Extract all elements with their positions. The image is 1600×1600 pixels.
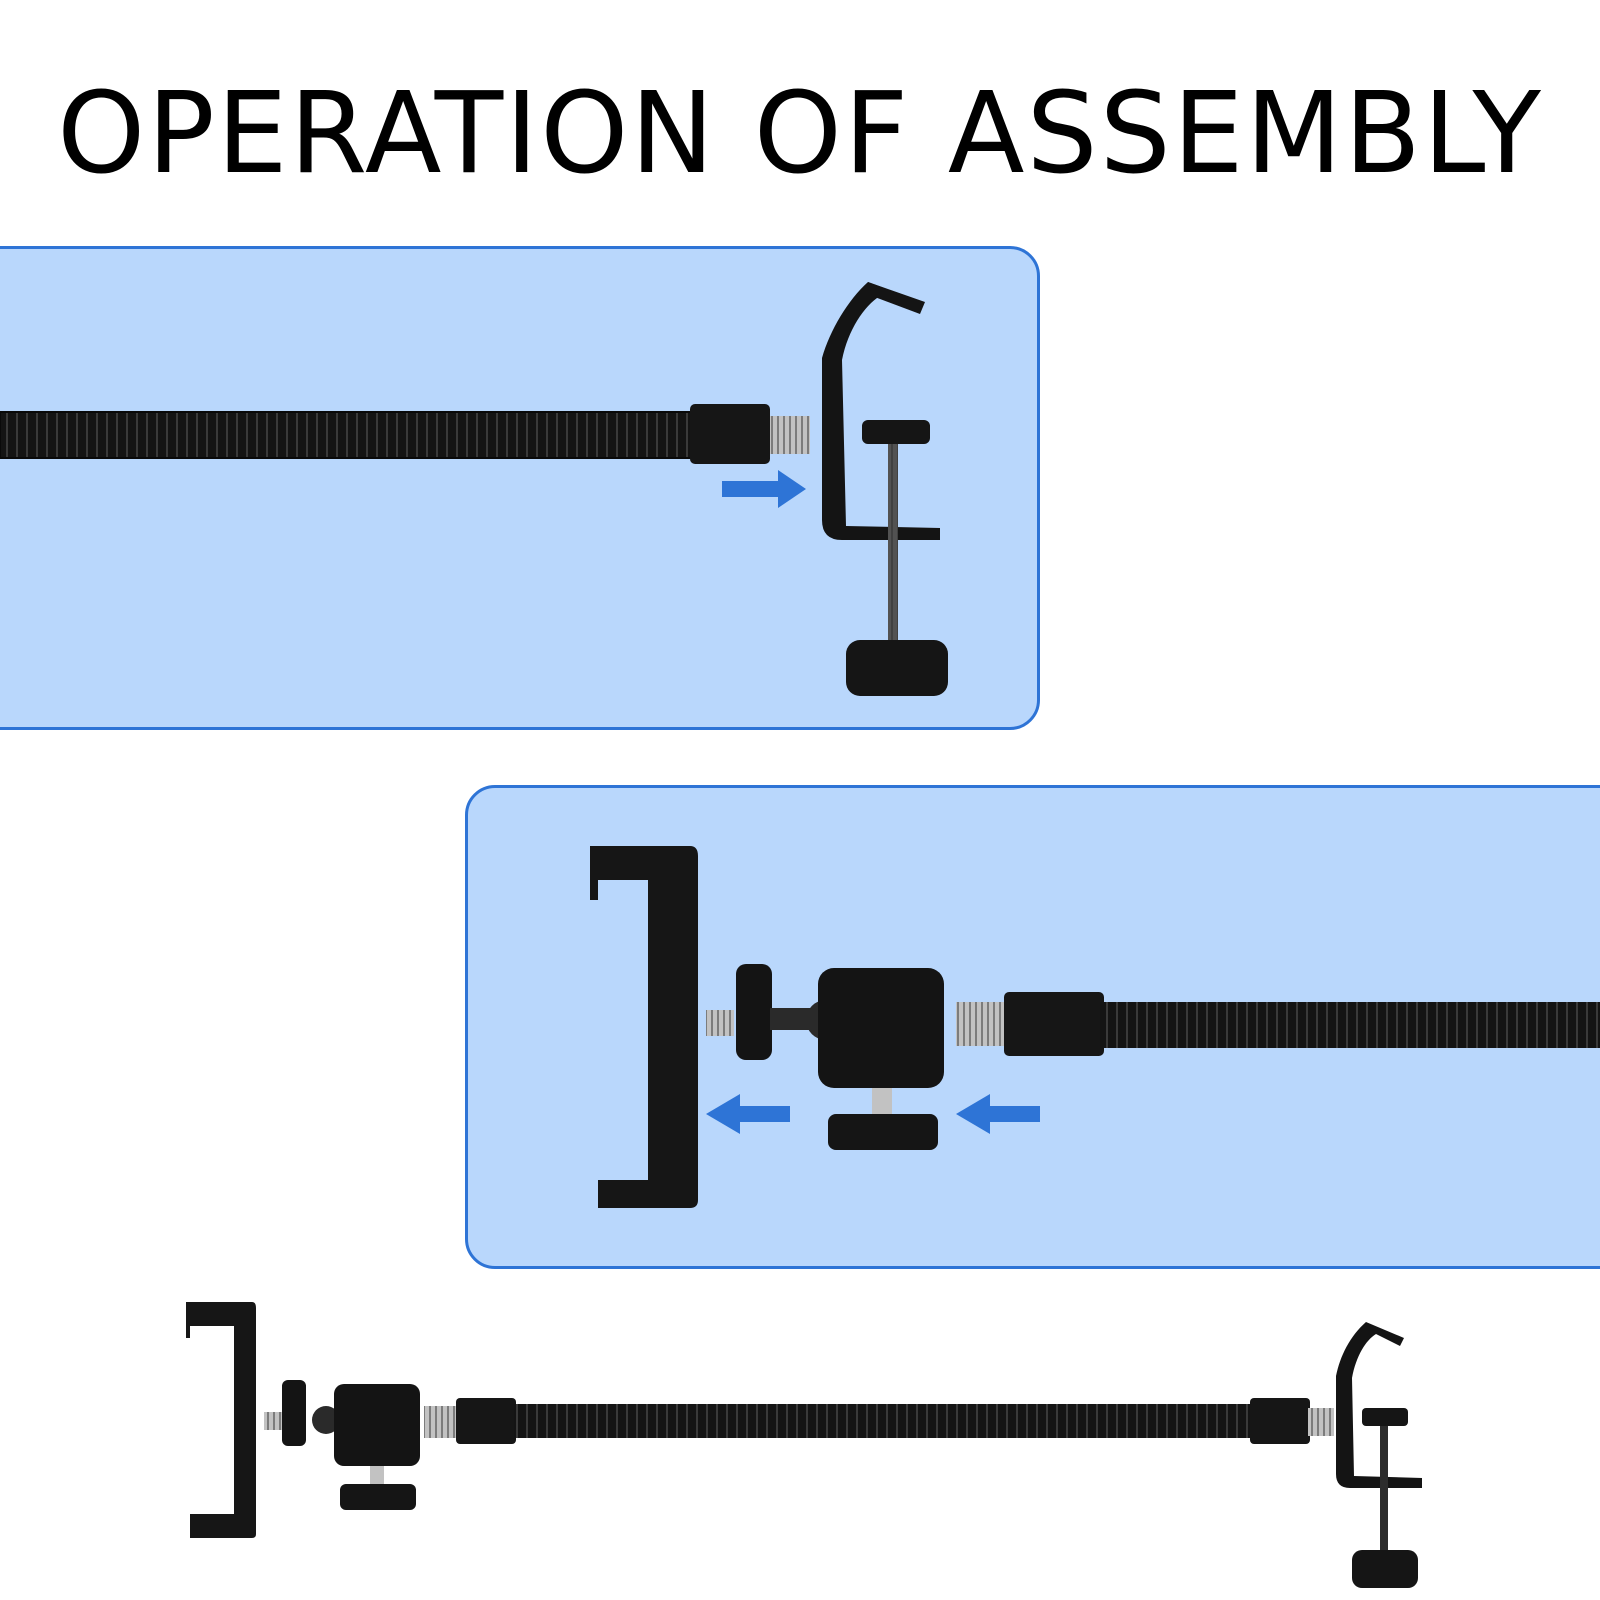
step-3-c-clamp-icon: [1336, 1322, 1422, 1588]
step-1-arrow-right-icon: [722, 470, 806, 508]
step-1-gooseneck-arm: [0, 404, 810, 464]
step-2-ball-head-icon: [706, 964, 944, 1150]
page-title: OPERATION OF ASSEMBLY: [57, 69, 1543, 199]
step-3-ball-head-icon: [264, 1380, 420, 1510]
step-1-c-clamp-icon: [822, 282, 948, 696]
step-2-phone-holder-icon: [590, 846, 698, 1208]
step-3-gooseneck-arm: [424, 1398, 1334, 1444]
step-2-arrow-left-icon: [706, 1094, 790, 1134]
step-2-gooseneck-arm: [956, 992, 1600, 1056]
step-2-arrow-left-icon-2: [956, 1094, 1040, 1134]
step-3-phone-holder-icon: [186, 1302, 256, 1538]
